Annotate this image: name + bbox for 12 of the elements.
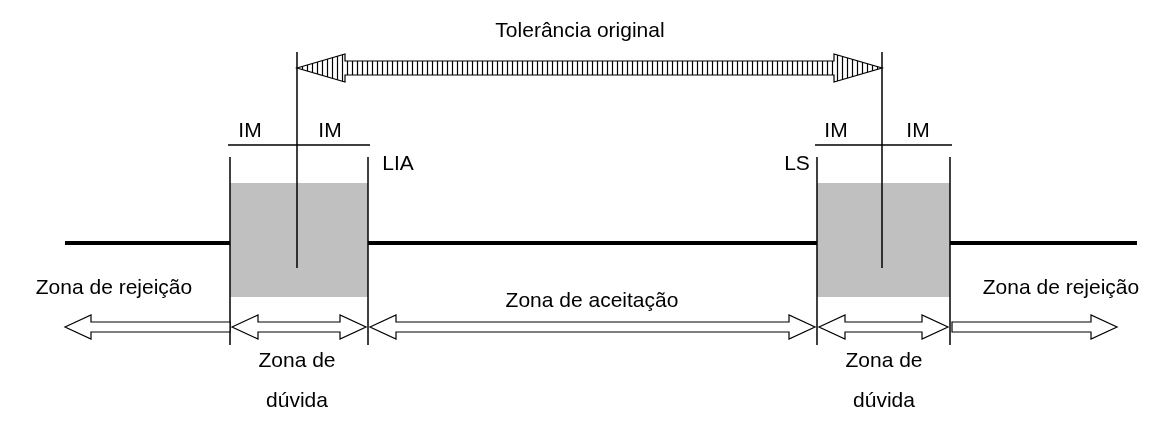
- margin-label: IM: [906, 118, 930, 142]
- margin-label: IM: [318, 118, 342, 142]
- limit-label: LIA: [382, 151, 414, 175]
- zone-label: Zona de rejeição: [35, 275, 193, 299]
- zone-label: Zona de aceitação: [505, 288, 679, 312]
- tolerance-label: Tolerância original: [495, 18, 665, 42]
- limit-label: LS: [784, 151, 810, 175]
- zone-label: Zona de dúvida: [257, 347, 337, 413]
- zone-label: Zona de rejeição: [982, 275, 1140, 299]
- margin-label: IM: [238, 118, 262, 142]
- margin-label: IM: [824, 118, 848, 142]
- zone-label: Zona de dúvida: [844, 347, 924, 413]
